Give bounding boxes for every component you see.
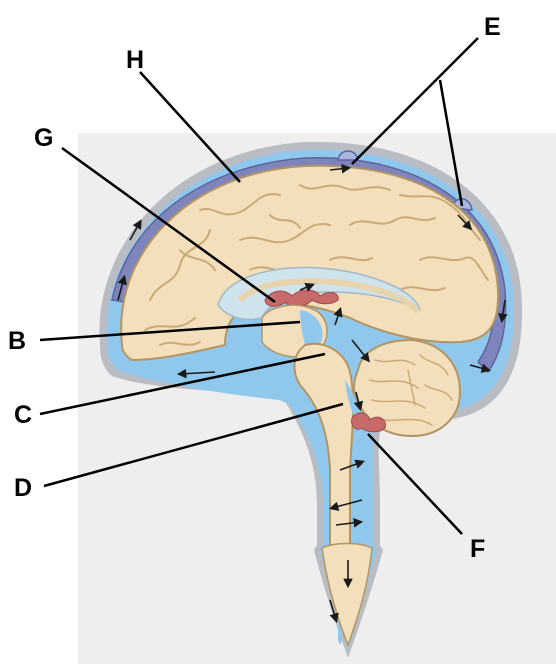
label-c: C xyxy=(14,401,32,429)
label-b: B xyxy=(8,327,26,355)
label-f: F xyxy=(470,535,485,563)
label-e: E xyxy=(484,13,501,41)
choroid-plexus-lateral xyxy=(265,290,338,306)
label-g: G xyxy=(34,124,53,152)
label-d: D xyxy=(14,474,32,502)
label-h: H xyxy=(126,46,144,74)
